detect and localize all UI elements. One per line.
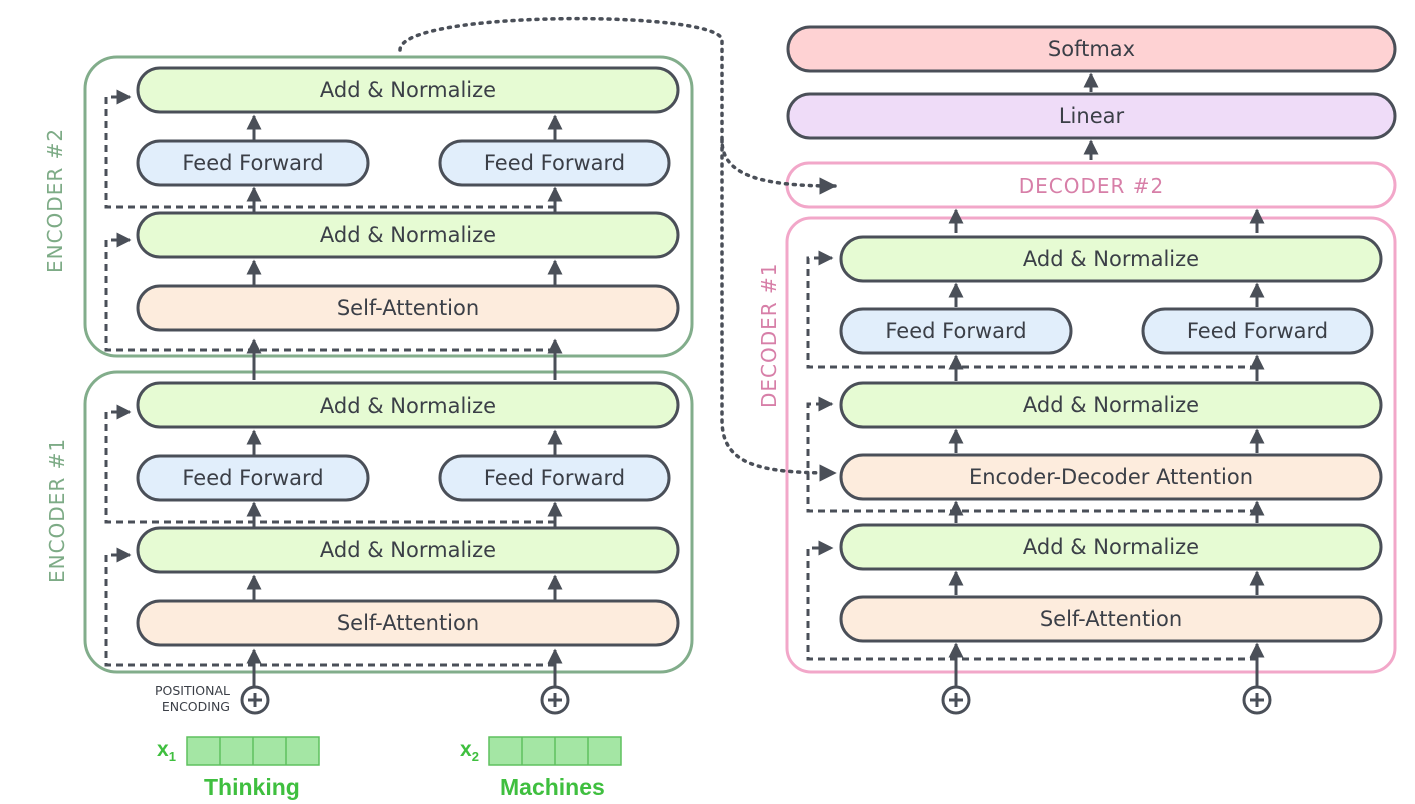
- decoder-1-self-attention-box: [839, 595, 1383, 643]
- arrows-group: [246, 72, 1265, 686]
- encoder-1-add-normalize-mid-box: [136, 526, 680, 574]
- x2-subscript: 2: [471, 749, 479, 765]
- plus-icon: [240, 685, 270, 715]
- encoder-2-residual-attn: [104, 240, 555, 352]
- boxes-group: [136, 25, 1397, 647]
- encoder-1-label: ENCODER #1: [45, 437, 69, 583]
- x2-symbol: x2: [460, 738, 479, 764]
- decoder-1-label: DECODER #1: [757, 262, 781, 408]
- encoder-1-container: [83, 370, 694, 674]
- encoder-1-residual-ff: [104, 412, 555, 524]
- x2-letter: x: [460, 738, 472, 761]
- encoder-1-add-normalize-top-box: [136, 381, 680, 429]
- encoder-output-dotted-link-2: [720, 138, 837, 482]
- residual-connections-group: [104, 97, 1257, 667]
- softmax-box: [786, 25, 1397, 73]
- encoder-output-dotted-link: [398, 16, 837, 195]
- decoder-1-container: [785, 216, 1397, 674]
- x1-letter: x: [157, 738, 169, 761]
- encoder-2-add-normalize-mid-box: [136, 211, 680, 259]
- decoder-2-container: [785, 161, 1397, 209]
- decoder-1-add-normalize-top-box: [839, 235, 1383, 283]
- plus-icon: [1242, 685, 1272, 715]
- input-word-machines: Machines: [500, 774, 605, 800]
- decoder-1-add-normalize-1-box: [839, 523, 1383, 571]
- decoder-1-residual-ff: [806, 258, 1257, 369]
- plus-icon: [941, 685, 971, 715]
- encoder-1-residual-attn: [104, 555, 555, 667]
- decoder-1-feed-forward-1-box: [839, 307, 1073, 355]
- decoder-1-add-normalize-2-box: [839, 381, 1383, 429]
- x1-symbol: x1: [157, 738, 176, 764]
- encoder-2-self-attention-box: [136, 284, 680, 332]
- encoder-2-feed-forward-1-box: [136, 139, 370, 187]
- plus-icon: [540, 685, 570, 715]
- decoder-1-feed-forward-2-box: [1141, 307, 1374, 355]
- encoder-2-add-normalize-top-box: [136, 66, 680, 114]
- positional-encoding-label: POSITIONAL ENCODING: [154, 683, 230, 714]
- embedding-x2: [488, 736, 622, 766]
- input-word-thinking: Thinking: [204, 774, 300, 800]
- encoder-2-feed-forward-2-box: [438, 139, 671, 187]
- linear-box: [786, 92, 1397, 140]
- encoder-1-feed-forward-2-box: [438, 454, 671, 502]
- encoder-2-residual-ff: [104, 97, 555, 209]
- encoder-1-self-attention-box: [136, 599, 680, 647]
- x1-subscript: 1: [168, 749, 176, 765]
- embedding-x1: [186, 736, 320, 766]
- encoder-1-feed-forward-1-box: [136, 454, 370, 502]
- encoder-2-label: ENCODER #2: [43, 127, 67, 273]
- decoder-1-enc-dec-attention-box: [839, 453, 1383, 501]
- decoder-1-residual-encdec: [806, 404, 1257, 513]
- decoder-1-residual-self: [806, 548, 1257, 661]
- encoder-2-container: [83, 55, 694, 358]
